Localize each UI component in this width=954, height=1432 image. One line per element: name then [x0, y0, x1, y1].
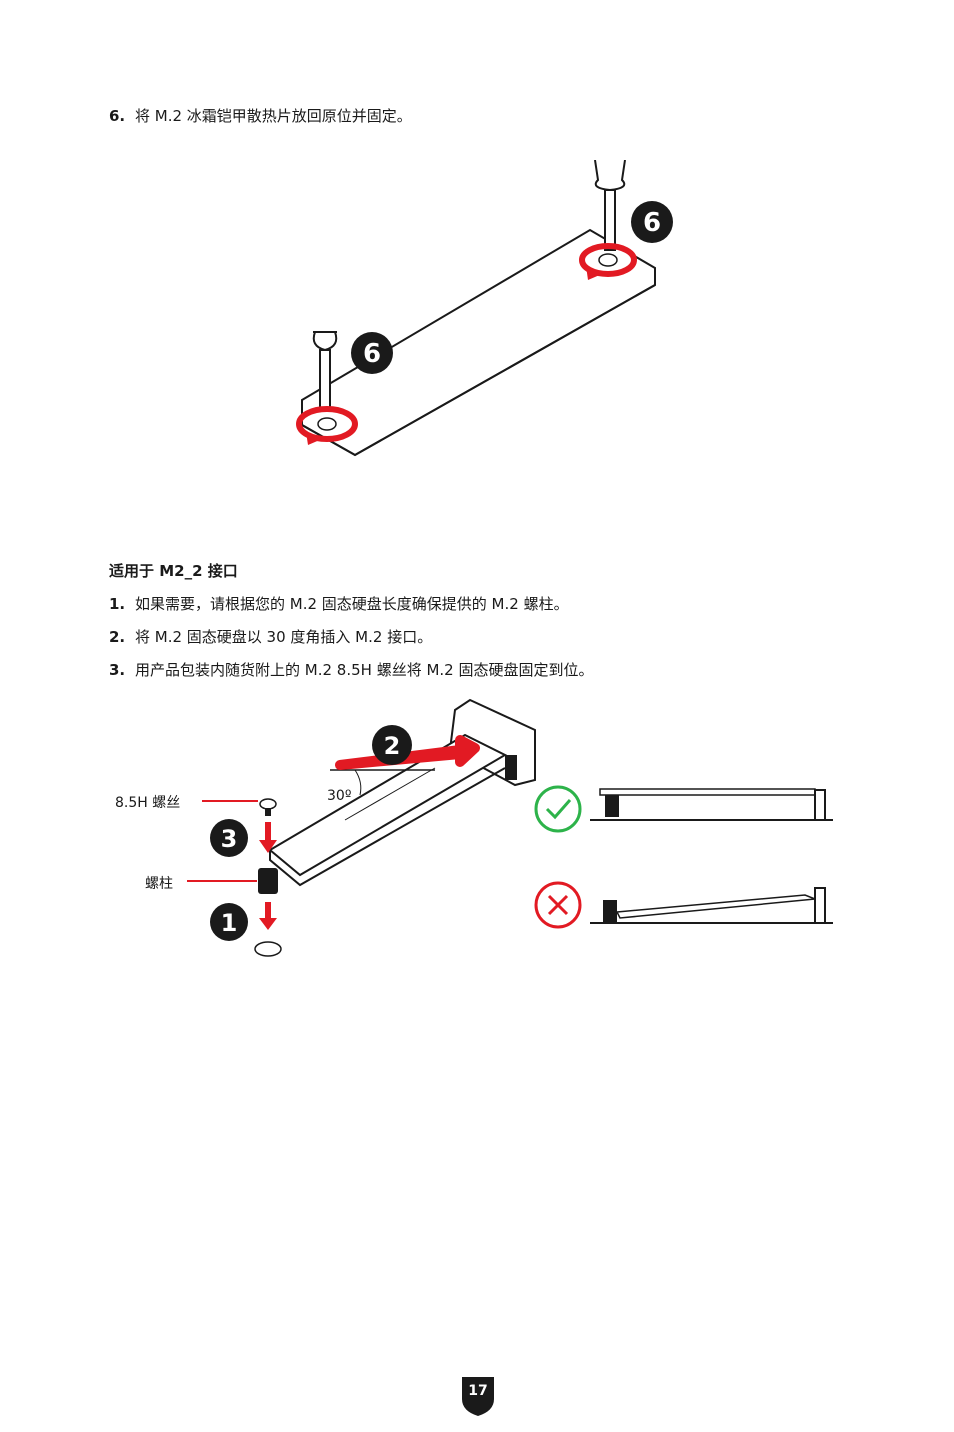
correct-install-view — [534, 785, 833, 833]
step-text: 如果需要，请根据您的 M.2 固态硬盘长度确保提供的 M.2 螺柱。 — [135, 595, 569, 613]
callout-6-bottom: 6 — [351, 332, 393, 374]
screw — [259, 798, 277, 816]
incorrect-install-view — [534, 881, 833, 929]
step-number: 6. — [109, 107, 126, 125]
standoff-label: 螺柱 — [145, 876, 173, 892]
heatsink-install-figure: 6 6 — [296, 160, 673, 457]
step-number: 1. — [109, 595, 126, 613]
page-number: 17 — [468, 1383, 488, 1399]
rotate-arrow-bottom — [296, 406, 358, 445]
insert-arrow — [335, 735, 480, 770]
svg-text:1: 1 — [221, 909, 238, 937]
svg-text:3: 3 — [221, 825, 238, 853]
step-3: 3. 用产品包装内随货附上的 M.2 8.5H 螺丝将 M.2 固态硬盘固定到位。 — [109, 660, 593, 680]
step-1: 1. 如果需要，请根据您的 M.2 固态硬盘长度确保提供的 M.2 螺柱。 — [109, 594, 569, 614]
check-icon — [534, 785, 582, 833]
standoff-hole — [254, 941, 282, 957]
step-text: 用产品包装内随货附上的 M.2 8.5H 螺丝将 M.2 固态硬盘固定到位。 — [135, 661, 594, 679]
screwdriver-top — [594, 160, 626, 251]
standoff-down-arrow — [259, 902, 277, 930]
section-heading: 适用于 M2_2 接口 — [109, 562, 238, 580]
svg-text:30º: 30º — [327, 788, 351, 804]
step-2: 2. 将 M.2 固态硬盘以 30 度角插入 M.2 接口。 — [109, 627, 432, 647]
step-number: 2. — [109, 628, 126, 646]
screwdriver-bottom — [312, 331, 338, 411]
ssd-install-figure: 30º 2 8.5H 螺丝 3 螺柱 1 — [115, 698, 833, 957]
page-number-badge — [462, 1377, 494, 1416]
callout-3: 3 — [210, 819, 248, 857]
standoff — [258, 868, 278, 894]
step-text: 将 M.2 冰霜铠甲散热片放回原位并固定。 — [135, 107, 412, 125]
step-text: 将 M.2 固态硬盘以 30 度角插入 M.2 接口。 — [135, 628, 433, 646]
ssd-board — [268, 733, 508, 887]
screw-down-arrow — [259, 822, 277, 853]
screw-label: 8.5H 螺丝 — [115, 795, 180, 811]
step-6: 6. 将 M.2 冰霜铠甲散热片放回原位并固定。 — [109, 106, 412, 126]
svg-text:6: 6 — [363, 339, 381, 369]
callout-6-top: 6 — [631, 201, 673, 243]
m2-connector — [448, 698, 536, 787]
angle-marker: 30º — [327, 769, 435, 804]
callout-2: 2 — [372, 725, 412, 765]
step-number: 3. — [109, 661, 126, 679]
rotate-arrow-top — [579, 243, 637, 280]
svg-text:6: 6 — [643, 208, 661, 238]
callout-1: 1 — [210, 903, 248, 941]
svg-text:2: 2 — [384, 732, 401, 760]
